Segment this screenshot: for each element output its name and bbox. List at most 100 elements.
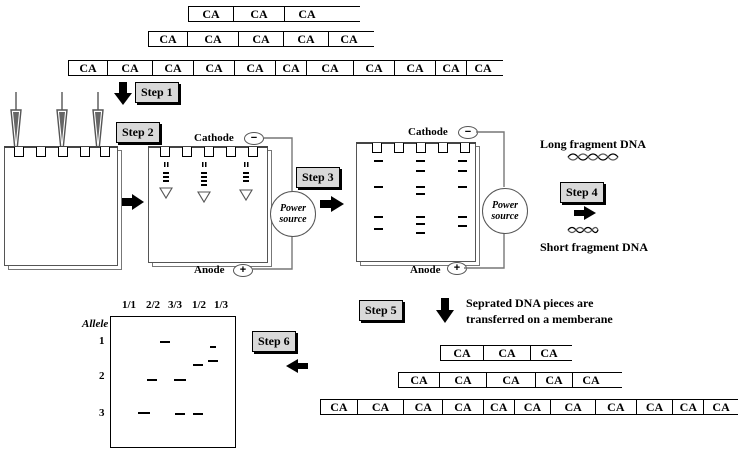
ca-unit: CA [572, 373, 609, 387]
ca-unit: CA [152, 61, 193, 75]
down-arrow-icon [114, 82, 132, 105]
ca-unit: CA [107, 61, 152, 75]
long-fragment-label: Long fragment DNA [540, 137, 646, 151]
power-source-1: Power source [270, 191, 316, 237]
ca-unit: CA [439, 373, 486, 387]
gel-band [416, 223, 425, 225]
pipette-icon [10, 92, 104, 151]
blot-band [210, 346, 216, 348]
allele-label: 3 [99, 407, 105, 419]
gel-well [182, 147, 192, 157]
ca-unit: CA [187, 32, 238, 46]
gel-band [374, 160, 383, 162]
power-source-2: Power source [482, 188, 528, 234]
cathode-terminal: − [244, 132, 264, 145]
ca-unit: CA [398, 373, 439, 387]
right-arrow-icon [320, 196, 344, 212]
gel-band [416, 160, 425, 162]
power-source-label: source [491, 211, 519, 222]
transfer-text-line-2: transferred on a memberane [466, 312, 613, 326]
power-source-label: Power [279, 203, 307, 214]
circuit-wire [252, 137, 293, 270]
gel-band [458, 160, 467, 162]
ca-unit: CA [440, 346, 483, 360]
ca-strip-short-bottom: CA CA CA [440, 345, 572, 361]
blot-band [175, 413, 185, 415]
gel-well [100, 147, 110, 157]
ca-unit: CA [482, 400, 514, 414]
ca-unit: CA [353, 61, 394, 75]
ca-unit: CA [486, 373, 535, 387]
cathode-label: Cathode [194, 132, 234, 144]
short-fragment-label: Short fragment DNA [540, 240, 648, 254]
ca-unit: CA [238, 32, 283, 46]
ca-unit: CA [394, 61, 435, 75]
ca-unit: CA [403, 400, 442, 414]
gel-band [458, 186, 467, 188]
gel-band [458, 216, 467, 218]
ca-unit: CA [435, 61, 466, 75]
power-source-label: Power [491, 200, 519, 211]
allele-label: 1 [99, 335, 105, 347]
cathode-label: Cathode [408, 126, 448, 138]
ca-unit: CA [530, 346, 567, 360]
ca-unit: CA [320, 400, 357, 414]
step-2-label: Step 2 [116, 122, 160, 143]
gel-band [416, 232, 425, 234]
genotype-column-label: 1/1 [122, 299, 137, 311]
gel-well [80, 147, 90, 157]
gel-band [458, 225, 467, 227]
allele-axis-title: Allele [82, 318, 109, 330]
gel-well [14, 147, 24, 157]
gel-loading [4, 146, 118, 266]
long-dna-icon [567, 153, 619, 161]
left-arrow-icon [286, 359, 308, 373]
blot-band [147, 379, 157, 381]
step-6-label: Step 6 [252, 331, 296, 352]
ca-unit: CA [275, 61, 306, 75]
gel-well [36, 147, 46, 157]
blot-band [174, 379, 186, 381]
down-arrow-icon [436, 298, 454, 323]
short-dna-icon [567, 226, 599, 234]
ca-unit: CA [233, 7, 284, 21]
ca-unit: CA [535, 373, 572, 387]
gel-band [416, 193, 425, 195]
membrane-blot [110, 316, 236, 448]
ca-unit: CA [513, 400, 551, 414]
ca-unit: CA [328, 32, 369, 46]
blot-band [160, 341, 170, 343]
genotype-column-label: 2/2 [146, 299, 161, 311]
migrating-dna-icon [159, 162, 253, 204]
gel-well [248, 147, 258, 157]
gel-well [372, 143, 382, 153]
ca-unit: CA [442, 400, 483, 414]
genotype-column-label: 3/3 [168, 299, 183, 311]
blot-band [193, 413, 203, 415]
blot-band [208, 360, 218, 362]
ca-unit: CA [483, 346, 530, 360]
allele-label: 2 [99, 370, 105, 382]
gel-well [438, 143, 448, 153]
gel-band [374, 186, 383, 188]
gel-band [374, 216, 383, 218]
gel-band [416, 186, 425, 188]
gel-separated [356, 142, 476, 262]
ca-strip-long-bottom: CA CA CA CA CA CA CA CA CA CA CA [320, 399, 738, 415]
anode-label: Anode [410, 264, 441, 276]
ca-unit: CA [234, 61, 275, 75]
ca-unit: CA [148, 32, 187, 46]
genotype-column-label: 1/3 [214, 299, 229, 311]
genotype-column-label: 1/2 [192, 299, 207, 311]
gel-well [160, 147, 170, 157]
gel-well [226, 147, 236, 157]
gel-well [58, 147, 68, 157]
ca-unit: CA [550, 400, 595, 414]
ca-unit: CA [193, 61, 234, 75]
ca-unit: CA [68, 61, 107, 75]
step-3-label: Step 3 [296, 167, 340, 188]
ca-strip-medium-top: CA CA CA CA CA [148, 31, 374, 47]
ca-strip-long-top: CA CA CA CA CA CA CA CA CA CA CA [68, 60, 503, 76]
blot-band [138, 412, 150, 414]
ca-strip-medium-bottom: CA CA CA CA CA [398, 372, 622, 388]
